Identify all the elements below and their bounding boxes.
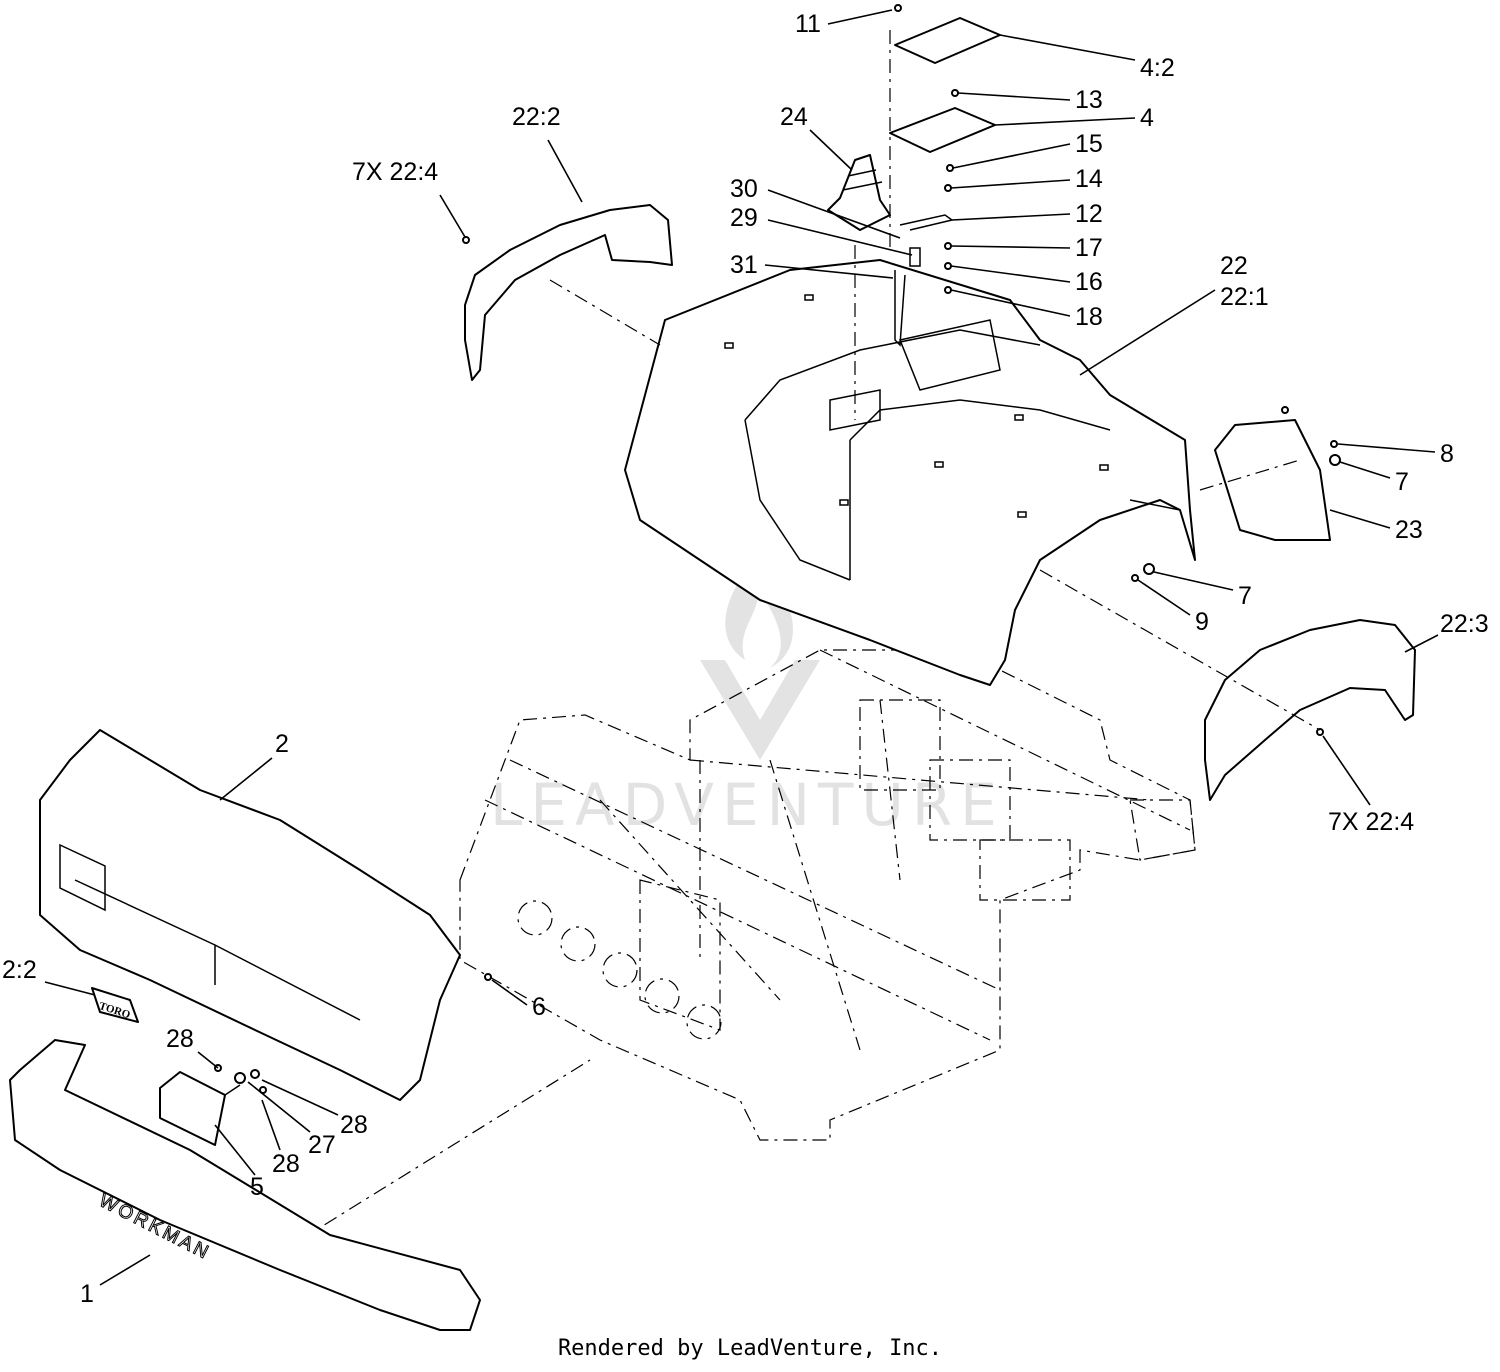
svg-text:30: 30 (730, 175, 758, 203)
svg-text:23: 23 (1395, 516, 1423, 544)
fender-part-22-3 (1204, 619, 1416, 801)
callout-30: 30 (730, 175, 901, 239)
shield-part-23 (1214, 419, 1331, 541)
callout-7-lower: 7 (1153, 571, 1252, 610)
svg-text:28: 28 (166, 1025, 194, 1053)
callout-15: 15 (952, 130, 1103, 169)
callouts: 11 4:2 13 4 24 15 14 12 (2, 9, 1489, 1308)
svg-text:2: 2 (275, 730, 289, 758)
svg-text:15: 15 (1075, 130, 1103, 158)
callout-29: 29 (730, 204, 913, 256)
svg-text:7: 7 (1238, 582, 1252, 610)
svg-text:2:2: 2:2 (2, 956, 37, 984)
callout-7-upper: 7 (1339, 461, 1409, 496)
callout-14: 14 (950, 165, 1103, 193)
callout-5: 5 (214, 1124, 264, 1201)
grille-part-2 (39, 729, 461, 1101)
svg-text:12: 12 (1075, 200, 1103, 228)
watermark-text: LEADVENTURE (490, 771, 1005, 839)
callout-23: 23 (1329, 509, 1423, 544)
svg-text:4:2: 4:2 (1140, 54, 1175, 82)
svg-text:8: 8 (1440, 440, 1454, 468)
callout-8: 8 (1337, 440, 1454, 468)
svg-text:22: 22 (1220, 252, 1248, 280)
callout-22-3: 22:3 (1404, 610, 1489, 653)
callout-9: 9 (1137, 579, 1209, 636)
callout-12: 12 (951, 200, 1103, 228)
svg-text:5: 5 (250, 1173, 264, 1201)
svg-text:1: 1 (80, 1280, 94, 1308)
svg-text:13: 13 (1075, 86, 1103, 114)
callout-17: 17 (950, 234, 1103, 262)
svg-text:11: 11 (795, 10, 821, 38)
watermark-v-icon (700, 660, 820, 760)
callout-13: 13 (957, 86, 1103, 114)
watermark: LEADVENTURE (490, 560, 1005, 839)
svg-text:29: 29 (730, 204, 758, 232)
svg-text:7: 7 (1395, 468, 1409, 496)
callout-2: 2 (219, 730, 289, 801)
shift-boot-part-24 (827, 154, 891, 231)
svg-text:16: 16 (1075, 268, 1103, 296)
callout-24: 24 (780, 103, 853, 171)
svg-text:24: 24 (780, 103, 808, 131)
callout-16: 16 (950, 265, 1103, 296)
badge-part-2-2: TORO (91, 987, 139, 1023)
callout-22-2: 22:2 (512, 103, 583, 203)
plate-part-4-2 (894, 17, 1001, 64)
svg-text:7X 22:4: 7X 22:4 (1328, 808, 1414, 836)
svg-text:17: 17 (1075, 234, 1103, 262)
svg-text:28: 28 (340, 1111, 368, 1139)
callout-31: 31 (730, 251, 894, 279)
callout-6: 6 (491, 979, 546, 1021)
svg-text:28: 28 (272, 1150, 300, 1178)
callout-28-top: 28 (166, 1025, 219, 1069)
callout-22: 22 22:1 (1079, 252, 1269, 376)
plate-part-4 (889, 107, 996, 153)
svg-text:7X 22:4: 7X 22:4 (352, 158, 438, 186)
shift-lever-part-31 (894, 270, 906, 347)
callout-28-bottom: 28 (261, 1099, 300, 1178)
callout-4: 4 (994, 104, 1154, 132)
headlight-part-5 (159, 1064, 267, 1146)
svg-text:4: 4 (1140, 104, 1154, 132)
credit-text: Rendered by LeadVenture, Inc. (557, 1336, 943, 1361)
svg-text:27: 27 (308, 1131, 336, 1159)
svg-text:14: 14 (1075, 165, 1103, 193)
callout-27: 27 (247, 1081, 336, 1159)
fender-part-22-2 (464, 204, 673, 381)
svg-text:22:3: 22:3 (1440, 610, 1489, 638)
svg-text:18: 18 (1075, 303, 1103, 331)
hood-part-22 (624, 259, 1196, 686)
callout-28-right: 28 (261, 1079, 368, 1139)
callout-2-2: 2:2 (2, 956, 96, 996)
callout-1: 1 (80, 1254, 151, 1308)
frame-chassis (459, 649, 1196, 1141)
callout-7x-22-4-bottom: 7X 22:4 (1322, 735, 1414, 836)
callout-11: 11 (795, 9, 893, 38)
callout-4-2: 4:2 (999, 34, 1175, 82)
callout-18: 18 (950, 289, 1103, 331)
svg-text:6: 6 (532, 993, 546, 1021)
svg-text:9: 9 (1195, 608, 1209, 636)
svg-text:22:1: 22:1 (1220, 283, 1269, 311)
svg-text:22:2: 22:2 (512, 103, 561, 131)
callout-7x-22-4-top: 7X 22:4 (352, 158, 466, 238)
svg-text:31: 31 (730, 251, 758, 279)
